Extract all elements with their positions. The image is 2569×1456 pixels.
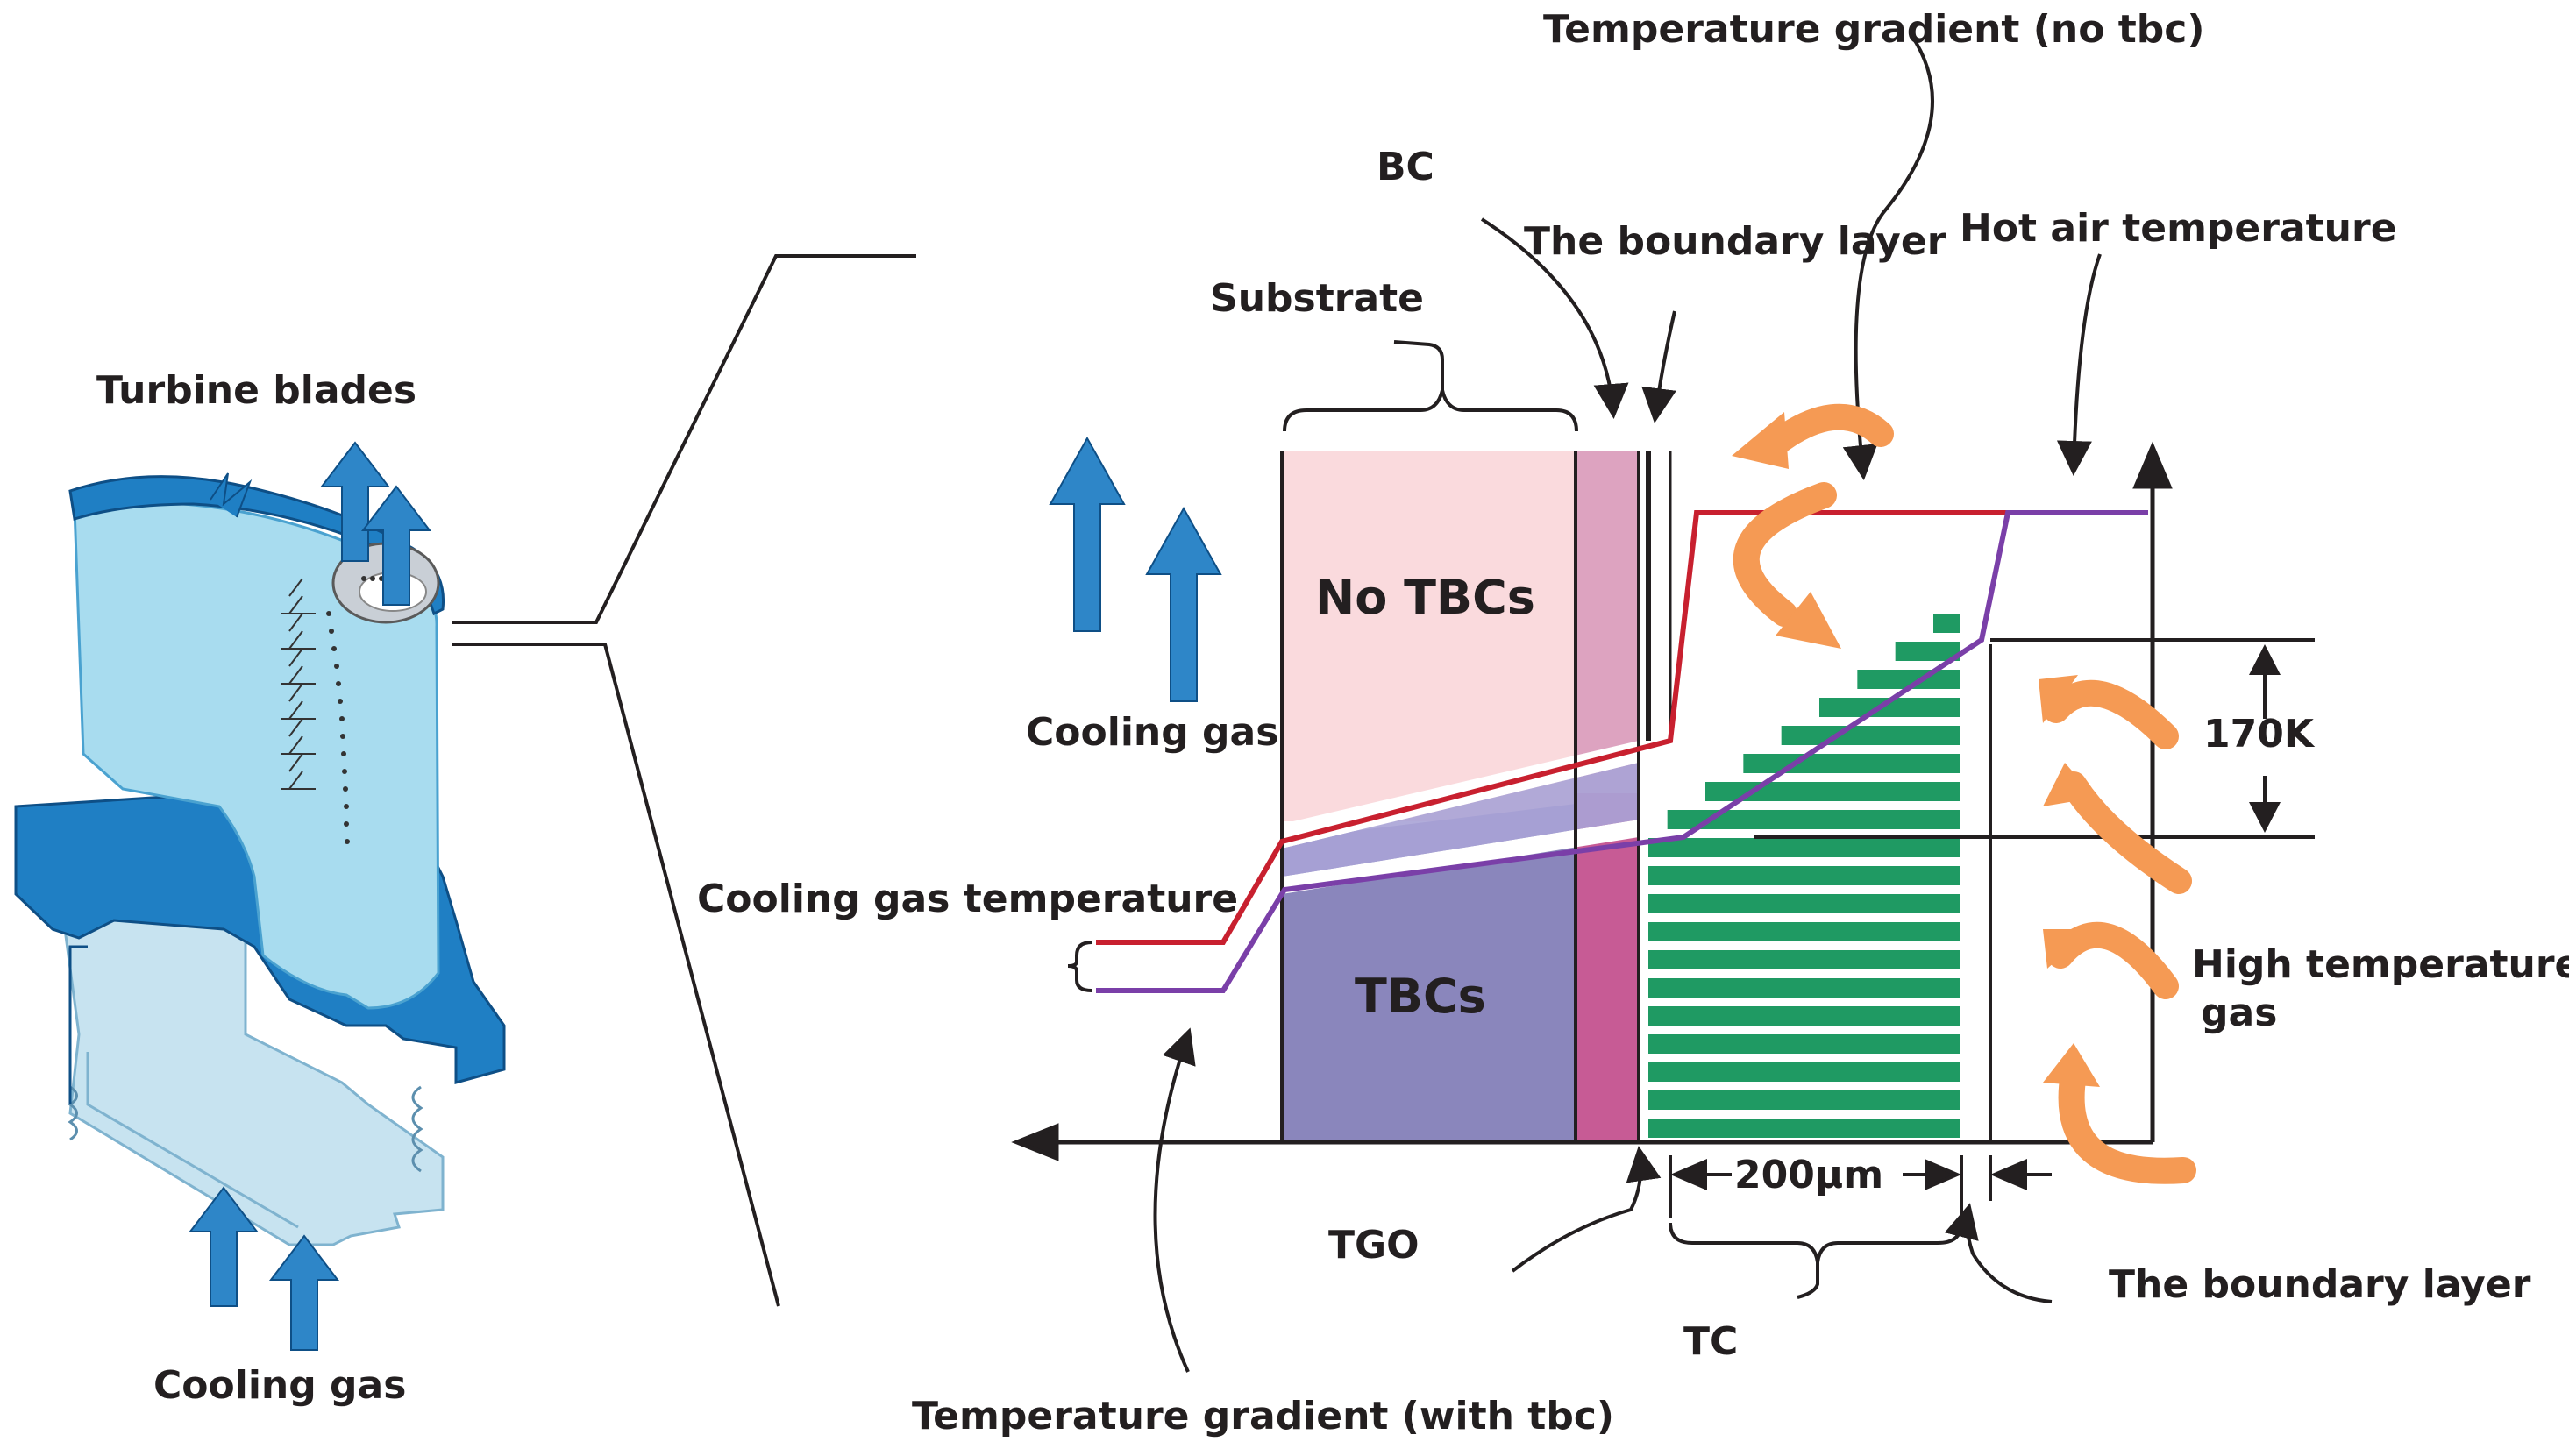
substrate-no-tbc-region (1282, 451, 1576, 821)
label-cooling-gas-side: Cooling gas (1026, 710, 1278, 755)
label-tbcs: TBCs (1355, 969, 1486, 1024)
tc-bar (1857, 670, 1960, 689)
label-cooling-gas-bottom: Cooling gas (153, 1363, 406, 1408)
label-no-tbcs: No TBCs (1315, 570, 1535, 625)
label-high-temperature-gas-1: High temperature (2192, 942, 2569, 987)
tc-bar (1648, 894, 1960, 913)
temperature-gradient-no-tbc-line (1096, 510, 2008, 945)
tc-bar (1648, 1090, 1960, 1110)
tc-bar (1648, 922, 1960, 941)
label-tgo: TGO (1328, 1223, 1420, 1268)
tc-bar (1781, 726, 1960, 745)
tc-bar (1667, 810, 1960, 829)
tc-bar (1743, 754, 1960, 773)
substrate-tbc-region (1282, 840, 1576, 1140)
label-tc: TC (1683, 1319, 1738, 1364)
label-boundary-layer-bottom: The boundary layer (2109, 1262, 2531, 1307)
label-cooling-gas-temperature: Cooling gas temperature (697, 877, 1238, 921)
label-high-temperature-gas-2: gas (2201, 991, 2277, 1035)
cooling-gas-temp-brace (1067, 941, 1092, 992)
tc-bar (1705, 782, 1960, 801)
tc-bar (1648, 950, 1960, 969)
turbine-blade-illustration (14, 441, 506, 1351)
temperature-gradient-with-tbc-line (1096, 510, 2148, 993)
axes (1011, 441, 2173, 1161)
tc-bar (1648, 1119, 1960, 1138)
label-bc: BC (1377, 145, 1434, 189)
label-hot-air-temperature: Hot air temperature (1960, 206, 2397, 251)
label-200um: 200μm (1734, 1153, 1883, 1197)
tc-bar (1648, 1006, 1960, 1026)
tc-bar (1895, 642, 1960, 661)
zoom-connector (452, 254, 916, 1307)
tc-bar (1933, 614, 1960, 633)
tc-bar (1819, 698, 1960, 717)
label-temp-gradient-no-tbc: Temperature gradient (no tbc) (1543, 7, 2205, 52)
label-boundary-layer-top: The boundary layer (1524, 219, 1946, 264)
label-170k: 170K (2203, 712, 2316, 756)
tc-bar (1648, 838, 1960, 857)
tc-brace (1669, 1222, 1963, 1263)
label-temp-gradient-with-tbc: Temperature gradient (with tbc) (912, 1394, 1614, 1438)
label-substrate: Substrate (1210, 276, 1424, 321)
tc-bar (1648, 1034, 1960, 1054)
tc-layer-hatching (1648, 614, 1960, 1138)
tc-bar (1648, 866, 1960, 885)
label-turbine-blades: Turbine blades (96, 368, 416, 413)
tc-bar (1648, 978, 1960, 998)
tc-bar (1648, 1062, 1960, 1082)
substrate-brace (1283, 389, 1578, 432)
